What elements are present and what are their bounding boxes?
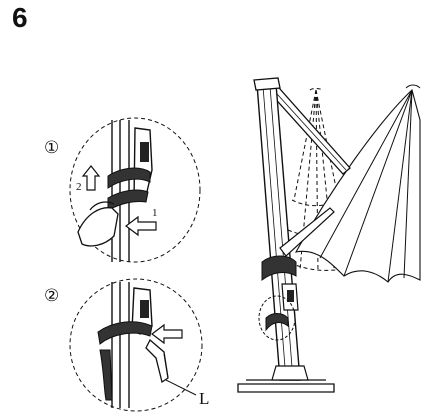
part-label-L: L xyxy=(199,389,209,408)
arrow-up-label: 2 xyxy=(76,181,82,193)
detail-2-marker: ② xyxy=(44,286,59,305)
detail-1: ① 2 1 xyxy=(44,117,201,263)
detail-callout-circle xyxy=(258,295,296,341)
umbrella-base xyxy=(237,383,335,393)
arrow-left-label: 1 xyxy=(152,207,158,219)
arrow-left-icon xyxy=(151,323,183,345)
detail-2: ② L xyxy=(44,278,209,412)
crank-housing xyxy=(133,127,153,201)
detail-1-circle xyxy=(69,117,201,263)
detail-1-marker: ① xyxy=(44,138,59,157)
step-number: 6 xyxy=(12,2,28,33)
housing-knob xyxy=(140,142,149,162)
crank-handle xyxy=(145,338,169,384)
hand-icon xyxy=(77,207,119,247)
umbrella-main xyxy=(237,77,421,393)
arrow-up-icon xyxy=(81,165,101,191)
detail-2-circle xyxy=(69,278,203,412)
arrow-left-icon xyxy=(125,215,157,237)
